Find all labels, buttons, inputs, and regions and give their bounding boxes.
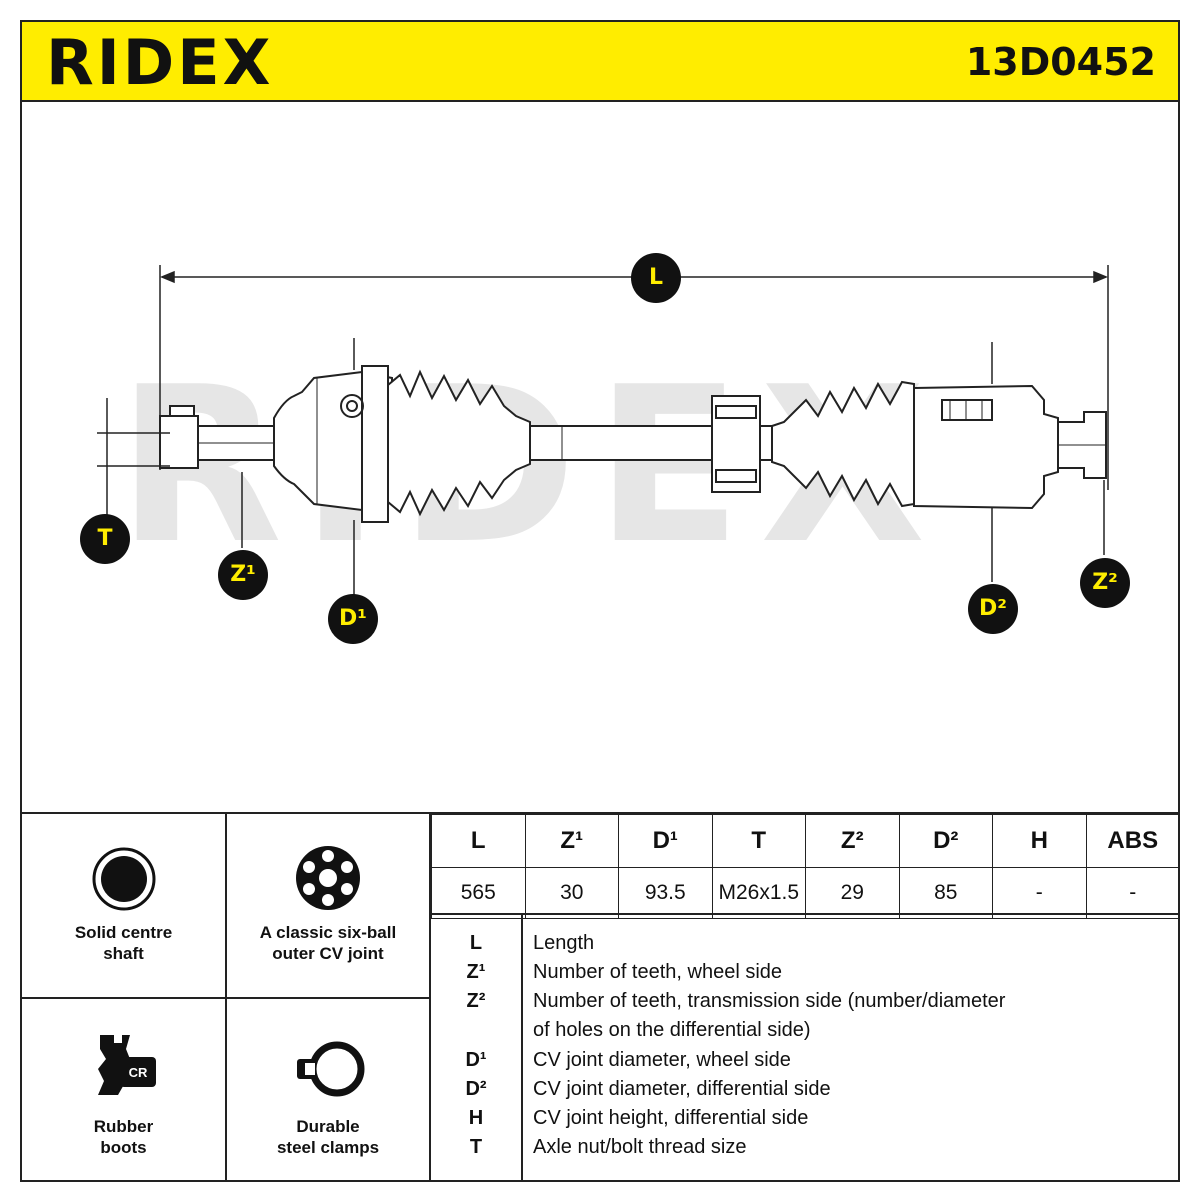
shaft-outline bbox=[159, 365, 1107, 523]
legend-symbol: T bbox=[469, 1136, 483, 1158]
rubber-boot-cr-icon: CR bbox=[98, 1035, 156, 1095]
spec-header-cell: D¹ bbox=[618, 814, 713, 868]
feature-label: Rubber boots bbox=[93, 1117, 154, 1157]
spec-value-cell: - bbox=[992, 867, 1087, 919]
feature-rubber-boots: CR Rubber boots bbox=[22, 999, 225, 1182]
legend-symbol: Z¹ bbox=[466, 961, 486, 983]
legend-symbol: H bbox=[468, 1107, 484, 1129]
legend-text: CV joint diameter, differential side bbox=[533, 1078, 831, 1100]
spec-value-cell: - bbox=[1085, 867, 1180, 919]
spec-value-row: 565 30 93.5 M26x1.5 29 85 - - bbox=[431, 867, 1180, 919]
legend-text: CV joint diameter, wheel side bbox=[533, 1049, 791, 1071]
badge-diameter-wheel: D¹ bbox=[328, 594, 378, 644]
legend: L Length Z¹ Number of teeth, wheel side … bbox=[431, 914, 1178, 1182]
legend-text: Axle nut/bolt thread size bbox=[533, 1136, 747, 1158]
spec-header-row: L Z¹ D¹ T Z² D² H ABS bbox=[431, 814, 1180, 868]
header-bar: RIDEX 13D0452 bbox=[22, 22, 1178, 102]
six-ball-cv-joint-icon bbox=[296, 846, 360, 910]
spec-value-cell: 29 bbox=[805, 867, 900, 919]
solid-centre-shaft-icon bbox=[92, 847, 156, 911]
legend-symbol: D² bbox=[465, 1078, 487, 1100]
legend-text: Number of teeth, transmission side (numb… bbox=[533, 990, 1006, 1012]
feature-divider-h bbox=[22, 997, 429, 999]
legend-text: Number of teeth, wheel side bbox=[533, 961, 783, 983]
spec-value-cell: 93.5 bbox=[618, 867, 713, 919]
feature-label: Durable steel clamps bbox=[276, 1117, 380, 1157]
sheet-frame bbox=[20, 20, 1180, 1182]
badge-teeth-wheel: Z¹ bbox=[218, 550, 268, 600]
legend-symbol: Z² bbox=[466, 990, 486, 1012]
bottom-panel: Solid centre shaft A classic six-ball ou… bbox=[22, 812, 1180, 1182]
spec-table: L Z¹ D¹ T Z² D² H ABS 565 30 93.5 M26x1.… bbox=[431, 814, 1180, 919]
badge-diameter-diff: D² bbox=[968, 584, 1018, 634]
brand-logo: RIDEX bbox=[46, 26, 274, 99]
feature-six-ball-joint: A classic six-ball outer CV joint bbox=[227, 814, 429, 997]
badge-length: L bbox=[631, 253, 681, 303]
spec-value-cell: M26x1.5 bbox=[711, 867, 806, 919]
legend-text: of holes on the differential side) bbox=[533, 1019, 811, 1041]
feature-label: A classic six-ball outer CV joint bbox=[259, 923, 397, 963]
badge-teeth-transmission: Z² bbox=[1080, 558, 1130, 608]
spec-header-cell: Z² bbox=[805, 814, 900, 868]
feature-solid-shaft: Solid centre shaft bbox=[22, 814, 225, 997]
spec-header-cell: H bbox=[992, 814, 1087, 868]
feature-steel-clamps: Durable steel clamps bbox=[227, 999, 429, 1182]
spec-value-cell: 565 bbox=[431, 867, 526, 919]
dimension-leaders bbox=[97, 338, 1105, 598]
feature-divider-right bbox=[429, 814, 431, 1182]
legend-symbol: L bbox=[469, 932, 483, 954]
legend-divider bbox=[521, 914, 523, 1182]
legend-text: CV joint height, differential side bbox=[533, 1107, 809, 1129]
technical-drawing: RIDEX bbox=[22, 100, 1178, 812]
legend-text: Length bbox=[533, 932, 595, 954]
spec-header-cell: D² bbox=[898, 814, 993, 868]
legend-symbol: D¹ bbox=[465, 1049, 487, 1071]
spec-value-cell: 30 bbox=[524, 867, 619, 919]
spec-header-cell: L bbox=[431, 814, 526, 868]
spec-header-cell: T bbox=[711, 814, 806, 868]
spec-value-cell: 85 bbox=[898, 867, 993, 919]
drive-shaft-drawing: RIDEX bbox=[97, 265, 1109, 598]
spec-header-cell: Z¹ bbox=[524, 814, 619, 868]
spec-header-cell: ABS bbox=[1085, 814, 1180, 868]
part-number: 13D0452 bbox=[965, 40, 1156, 84]
svg-text:CR: CR bbox=[129, 1065, 148, 1080]
steel-clamp-icon bbox=[297, 1041, 365, 1097]
feature-label: Solid centre shaft bbox=[74, 923, 173, 963]
badge-thread: T bbox=[80, 514, 130, 564]
